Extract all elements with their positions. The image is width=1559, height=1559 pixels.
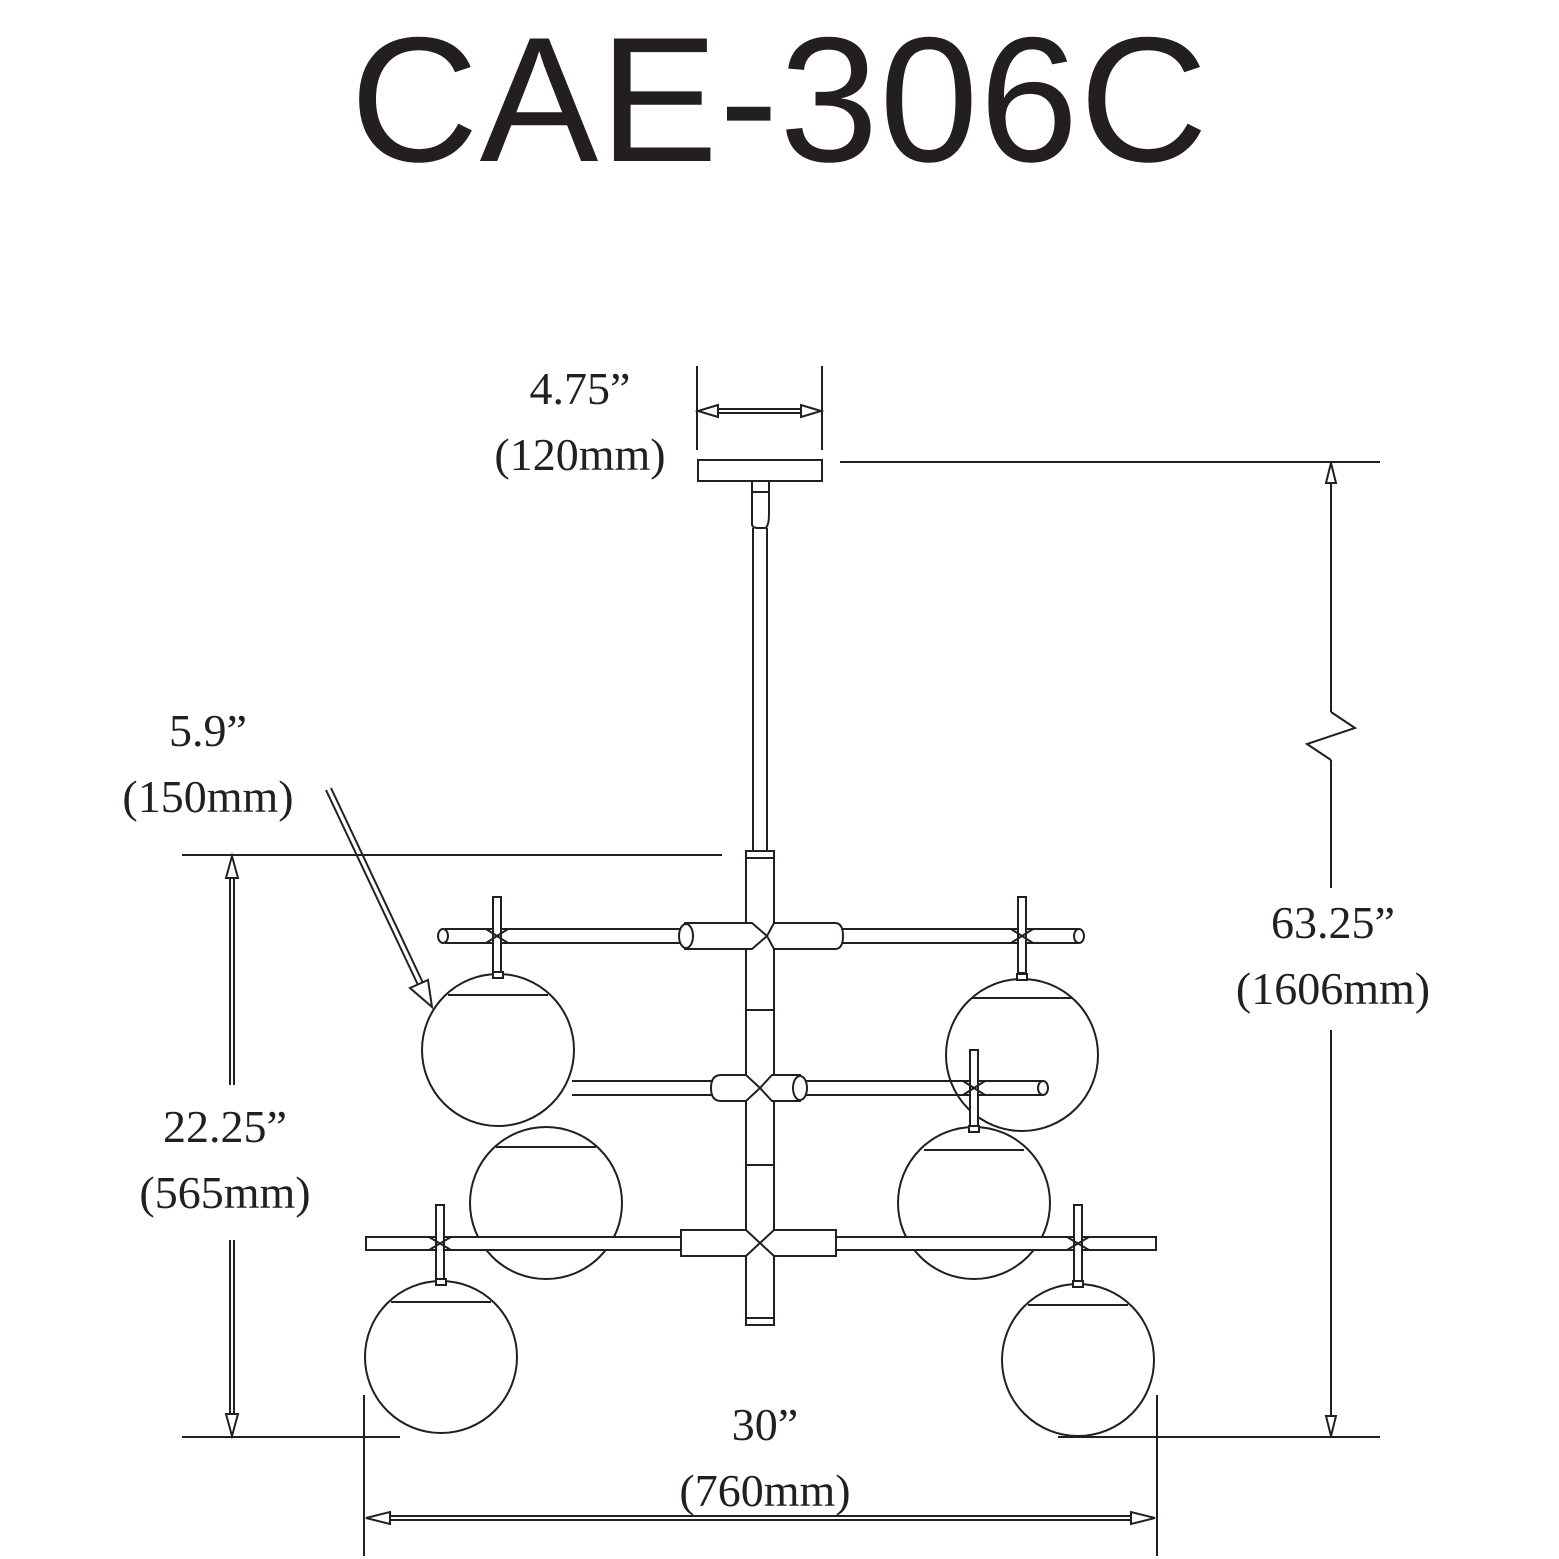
- globe-diameter-label: 5.9” (150mm): [98, 698, 318, 830]
- model-title: CAE-306C: [350, 0, 1209, 199]
- middle-arm: [572, 1049, 1049, 1127]
- globe-upper-right: [945, 973, 1099, 1132]
- globe-lower-left: [364, 1278, 518, 1434]
- canopy-width-inches: 4.75”: [529, 363, 631, 414]
- canopy-width-mm: (120mm): [494, 429, 666, 480]
- globe-diameter-leader: [325, 787, 434, 1010]
- overall-width-mm: (760mm): [679, 1465, 851, 1516]
- fixture-height-mm: (565mm): [139, 1167, 311, 1218]
- overall-width-label: 30” (760mm): [650, 1392, 880, 1524]
- globe-lower-right: [1001, 1280, 1155, 1437]
- globe-middle-left: [469, 1126, 623, 1280]
- globe-diameter-mm: (150mm): [122, 771, 294, 822]
- lower-arm: [365, 1204, 1157, 1282]
- overall-width-dimension: [363, 1395, 1158, 1556]
- upper-arm: [437, 896, 1085, 974]
- overall-height-mm: (1606mm): [1235, 963, 1431, 1014]
- stem: [751, 480, 770, 850]
- fixture-height-label: 22.25” (565mm): [110, 1094, 340, 1226]
- globe-diameter-inches: 5.9”: [169, 705, 247, 756]
- overall-height-inches: 63.25”: [1271, 897, 1395, 948]
- canopy: [697, 459, 823, 482]
- canopy-width-label: 4.75” (120mm): [470, 356, 690, 488]
- overall-width-inches: 30”: [731, 1399, 799, 1450]
- globe-middle-right: [897, 1125, 1051, 1280]
- canopy-width-dimension: [694, 366, 825, 450]
- overall-height-label: 63.25” (1606mm): [1208, 890, 1458, 1022]
- fixture-height-inches: 22.25”: [163, 1101, 287, 1152]
- overall-height-dimension: [1058, 462, 1380, 1438]
- globe-upper-left: [421, 971, 575, 1127]
